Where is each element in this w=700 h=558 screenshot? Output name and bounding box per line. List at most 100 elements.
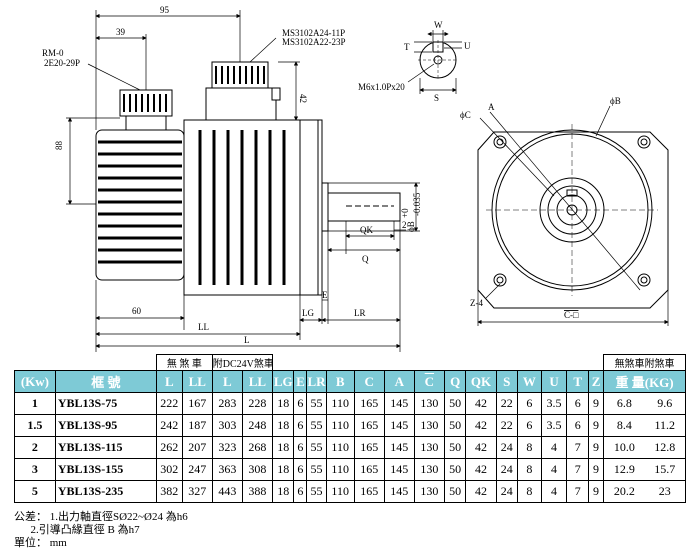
dim-e: E: [322, 290, 328, 300]
cell-value: 18: [271, 480, 295, 503]
cell-value: 302: [155, 458, 183, 481]
dim-z4: Z-4: [470, 298, 483, 308]
unit-value: mm: [49, 537, 67, 549]
cell-value: 303: [211, 414, 243, 437]
cell-value: 165: [353, 458, 385, 481]
cell-value: 4: [540, 458, 568, 481]
note-row-3: 單位： mm: [14, 537, 188, 550]
cell-value: 3.5: [540, 392, 568, 415]
cell-model: YBL13S-75: [54, 392, 157, 415]
col-header: Q: [443, 370, 467, 393]
cell-value: 247: [181, 458, 213, 481]
cell-value: 145: [383, 480, 415, 503]
cell-value: 55: [306, 414, 327, 437]
col-header: 重 量(KG): [603, 370, 686, 393]
dim-q: Q: [362, 254, 369, 264]
cell-weight-no-brake: 20.2: [613, 484, 635, 498]
cell-value: 4: [540, 480, 568, 503]
cell-value: 110: [325, 458, 355, 481]
group-weight: 無煞車附煞車: [603, 354, 686, 371]
cell-value: 55: [306, 480, 327, 503]
cell-value: 165: [353, 480, 385, 503]
side-view-labels: 95 39 42 88 60 LL L LG LR E QK Q 2 ϕB +0…: [42, 5, 422, 345]
col-header: B: [325, 370, 355, 393]
notes: 公差： 1.出力軸直徑SØ22~Ø24 為h6 2.引導凸緣直徑 B 為h7 單…: [14, 511, 188, 550]
col-header: Z: [587, 370, 605, 393]
cell-value: 55: [306, 436, 327, 459]
cell-value: 42: [465, 436, 497, 459]
dim-phi-c: ϕC: [460, 110, 471, 120]
cell-value: 6: [293, 436, 308, 459]
cell-value: 6: [293, 392, 308, 415]
cell-value: 50: [443, 436, 467, 459]
cell-value: 145: [383, 458, 415, 481]
cell-value: 222: [155, 392, 183, 415]
cell-value: 382: [155, 480, 183, 503]
cell-value: 388: [241, 480, 273, 503]
cell-value: 145: [383, 436, 415, 459]
col-header: T: [566, 370, 589, 393]
cell-value: 42: [465, 480, 497, 503]
col-header: L: [155, 370, 183, 393]
shaft-end-labels: W T U S M6x1.0Px20: [358, 20, 471, 103]
dim-tol-plus: +0: [400, 208, 410, 218]
cell-value: 9: [587, 414, 605, 437]
cell-value: 22: [495, 392, 519, 415]
cell-value: 130: [413, 436, 445, 459]
group-brake: 附DC24V煞車: [211, 354, 273, 371]
cell-value: 18: [271, 414, 295, 437]
dim-a: A: [488, 102, 495, 112]
dim-88: 88: [54, 141, 64, 151]
col-header: LG: [271, 370, 295, 393]
cell-value: 242: [155, 414, 183, 437]
cell-value: 8: [517, 458, 542, 481]
cell-value: 42: [465, 458, 497, 481]
cell-value: 9: [587, 480, 605, 503]
cell-kw: 3: [14, 458, 56, 481]
cell-value: 7: [566, 458, 589, 481]
tolerance-label: 公差：: [14, 511, 47, 523]
cell-value: 6: [293, 414, 308, 437]
cell-value: 228: [241, 392, 273, 415]
cell-value: 50: [443, 458, 467, 481]
note-row-1: 公差： 1.出力軸直徑SØ22~Ø24 為h6: [14, 511, 188, 524]
cell-value: 9: [587, 392, 605, 415]
cell-value: 4: [540, 436, 568, 459]
cell-kw: 1: [14, 392, 56, 415]
cell-kw: 5: [14, 480, 56, 503]
cell-value: 55: [306, 392, 327, 415]
cell-value: 130: [413, 480, 445, 503]
col-header: S: [495, 370, 519, 393]
col-header: 框 號: [54, 370, 157, 393]
col-header: E: [293, 370, 308, 393]
dim-t: T: [404, 42, 410, 52]
dim-2: 2: [402, 220, 407, 230]
cell-weight-no-brake: 8.4: [616, 418, 632, 432]
cell-value: 110: [325, 392, 355, 415]
cell-value: 187: [181, 414, 213, 437]
cell-value: 8: [517, 480, 542, 503]
cell-value: 323: [211, 436, 243, 459]
cell-value: 327: [181, 480, 213, 503]
col-header: LR: [306, 370, 327, 393]
cell-value: 165: [353, 392, 385, 415]
group-no-brake: 無 煞 車: [155, 354, 213, 371]
col-header: C: [353, 370, 385, 393]
cell-value: 6: [566, 414, 589, 437]
cell-value: 363: [211, 458, 243, 481]
cell-weight-no-brake: 10.0: [613, 440, 635, 454]
dim-60: 60: [132, 306, 142, 316]
cell-value: 24: [495, 458, 519, 481]
cell-weight-brake: 15.7: [654, 462, 676, 476]
col-header: A: [383, 370, 415, 393]
cell-value: 7: [566, 480, 589, 503]
cell-value: 262: [155, 436, 183, 459]
